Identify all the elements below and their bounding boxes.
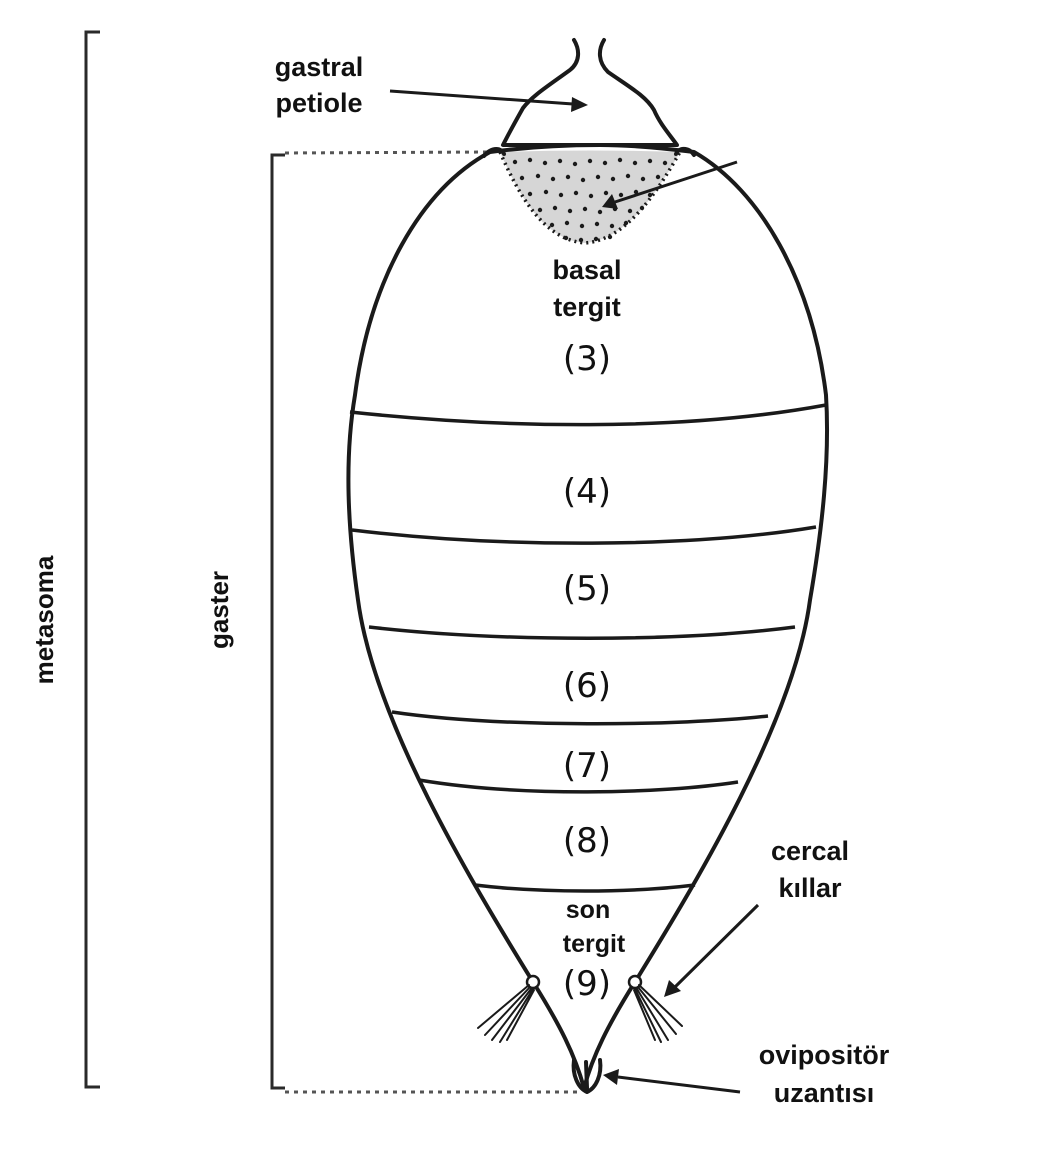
metasoma-bracket [86, 32, 100, 1087]
cercal-killar-label-line1: cercal [771, 836, 849, 866]
cercal-setae-left [478, 976, 539, 1042]
gastral-petiole [503, 40, 677, 145]
segment-boundary-3-4 [350, 405, 826, 425]
segment-number-9: (9) [563, 964, 611, 1004]
gaster-label: gaster [204, 571, 234, 649]
gastral-petiole-label-line2: petiole [275, 88, 362, 118]
gaster-top-guide [285, 152, 488, 153]
basal-tergit-label-line2: tergit [553, 292, 621, 322]
cercal-killar-arrow [664, 905, 758, 997]
segment-number-8: (8) [563, 821, 611, 861]
ovipositor-arrow [603, 1069, 740, 1092]
son-tergit-label-line1: son [566, 896, 610, 924]
segment-number-7: (7) [563, 746, 611, 786]
segment-number-4: (4) [563, 472, 611, 512]
segment-boundary-6-7 [392, 712, 768, 724]
segment-number-3: (3) [563, 339, 611, 379]
segment-boundary-4-5 [352, 527, 816, 543]
segment-number-5: (5) [563, 569, 611, 609]
segment-number-6: (6) [563, 666, 611, 706]
metasoma-label: metasoma [29, 555, 59, 684]
cercal-killar-label-line2: kıllar [778, 873, 842, 903]
gaster-bracket [272, 155, 285, 1088]
ovipositor-label-line1: ovipositör [759, 1040, 890, 1070]
segment-boundary-8-9 [475, 885, 695, 891]
son-tergit-label-line2: tergit [563, 930, 626, 958]
gastral-petiole-label-line1: gastral [275, 52, 364, 82]
gastral-petiole-arrow [390, 91, 588, 112]
basal-tergit-label-line1: basal [552, 255, 621, 285]
segment-boundary-5-6 [369, 627, 795, 638]
ovipositor-label-line2: uzantısı [774, 1078, 875, 1108]
